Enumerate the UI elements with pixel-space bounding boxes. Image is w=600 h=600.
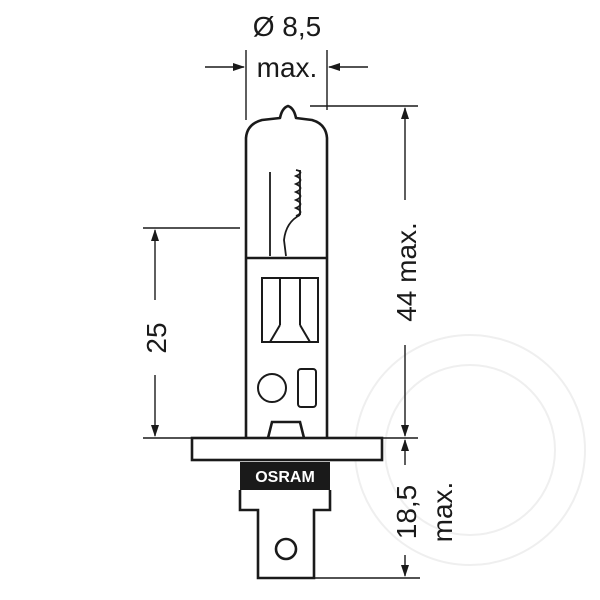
- base-connector: [238, 490, 332, 580]
- focus-label: 25: [141, 322, 172, 353]
- length-label: 44 max.: [391, 222, 422, 322]
- diameter-label: Ø 8,5: [253, 11, 321, 42]
- base-dimension: [314, 439, 420, 579]
- filament: [269, 169, 302, 257]
- brand-logo: OSRAM: [255, 469, 315, 486]
- focus-dimension: [143, 227, 240, 439]
- diameter-max-label: max.: [257, 52, 318, 83]
- internal-supports: [257, 277, 319, 408]
- flange: [190, 420, 384, 462]
- brand-band: [240, 462, 330, 490]
- watermark: [354, 334, 586, 566]
- base-label: 18,5: [391, 485, 422, 540]
- bulb-outline: [244, 104, 329, 438]
- diameter-dimension: [205, 50, 368, 120]
- base-max-label: max.: [427, 482, 458, 543]
- length-dimension: [310, 105, 418, 439]
